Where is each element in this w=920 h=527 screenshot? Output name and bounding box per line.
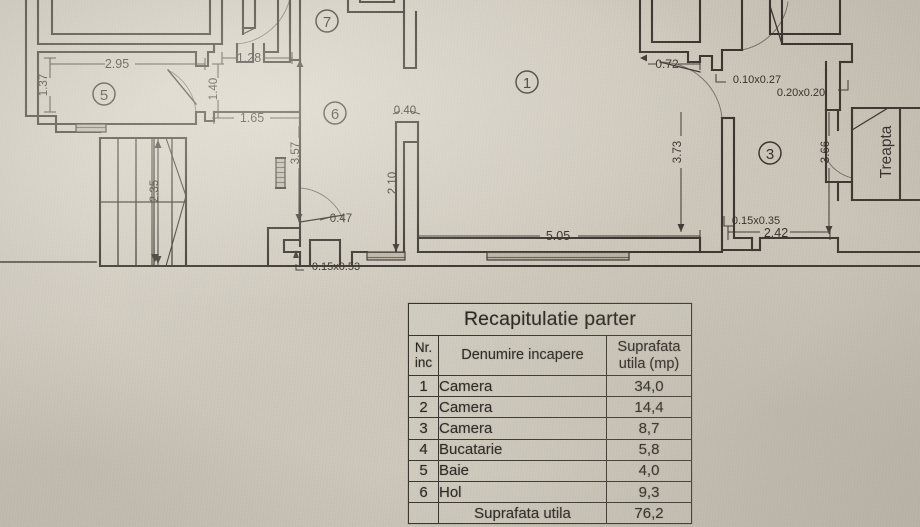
row-area: 9,3 (606, 480, 692, 504)
dimension-label: 0.40 (394, 105, 416, 117)
dimension-label: 2.95 (105, 57, 129, 71)
room-marker-6: 6 (323, 101, 347, 125)
total-blank-cell (408, 502, 439, 525)
dimension-label: 5.05 (546, 229, 570, 243)
row-name: Hol (438, 480, 607, 504)
dimension-label: 1.65 (240, 111, 264, 125)
room-marker-label: 6 (331, 106, 339, 123)
plan-walls (0, 0, 920, 268)
row-number: 5 (408, 459, 439, 482)
room-marker-1: 1 (515, 70, 539, 94)
header-suprafata-utila: Suprafata utila (mp) (606, 335, 692, 376)
table-row: 1 Camera 34,0 (408, 374, 692, 398)
row-name: Camera (438, 417, 607, 440)
table-row: 3 Camera 8,7 (408, 417, 692, 440)
header-area-line2: utila (mp) (618, 355, 680, 372)
row-area: 4,0 (606, 459, 692, 482)
row-area: 34,0 (606, 374, 692, 398)
header-nr-inc: Nr. inc (408, 335, 439, 376)
row-area: 14,4 (606, 396, 692, 419)
total-label: Suprafata utila (438, 502, 607, 525)
dimension-lines (44, 52, 849, 271)
table-total-row: Suprafata utila 76,2 (408, 502, 692, 525)
row-name: Baie (438, 459, 607, 482)
dimension-label: 3.57 (290, 142, 302, 164)
dimension-label: 2.35 (149, 180, 161, 202)
table-row: 2 Camera 14,4 (408, 396, 692, 419)
row-number: 4 (408, 438, 439, 461)
dimension-label: 1.37 (38, 74, 50, 96)
room-marker-label: 3 (766, 146, 774, 163)
treapta-label: Treapta (878, 125, 895, 178)
dimension-label: 3.73 (672, 141, 684, 163)
room-marker-label: 1 (523, 75, 531, 92)
recapitulation-table: Recapitulatie parter Nr. inc Denumire in… (408, 303, 692, 525)
row-number: 6 (408, 480, 439, 504)
header-denumire-incapere: Denumire incapere (438, 335, 607, 376)
dimension-label: 3.66 (820, 141, 832, 163)
table-row: 6 Hol 9,3 (408, 480, 692, 504)
room-marker-7: 7 (315, 9, 339, 33)
dimension-label: 0.10x0.27 (733, 74, 781, 86)
room-marker-label: 5 (100, 87, 108, 104)
row-area: 8,7 (606, 417, 692, 440)
dimension-label: 0.15x0.53 (312, 261, 360, 273)
room-markers: 1 3 5 6 7 (92, 9, 782, 165)
room-marker-5: 5 (92, 82, 116, 106)
header-area-line1: Suprafata (617, 339, 681, 356)
table-title: Recapitulatie parter (408, 303, 692, 336)
row-name: Bucatarie (438, 438, 607, 461)
header-nr-line2: inc (414, 354, 433, 370)
header-nr-line1: Nr. (414, 339, 433, 355)
table-row: 4 Bucatarie 5,8 (408, 438, 692, 461)
dimension-labels: 2.95 1.37 1.28 1.40 1.65 2.35 3.57 0.40 … (38, 51, 832, 273)
row-name: Camera (438, 374, 607, 398)
total-area: 76,2 (606, 502, 692, 525)
table-row: 5 Baie 4,0 (408, 459, 692, 482)
dimension-label: 0.47 (330, 213, 352, 225)
dimension-label: 0.15x0.35 (732, 215, 780, 227)
dimension-label: 2.42 (764, 226, 788, 240)
dimension-label: 0.20x0.20 (777, 87, 825, 99)
row-area: 5,8 (606, 438, 692, 461)
room-marker-label: 7 (323, 14, 331, 31)
dimension-label: 2.10 (387, 172, 399, 194)
row-number: 3 (408, 417, 439, 440)
table-title-row: Recapitulatie parter (408, 303, 692, 336)
plan-annotations: Treapta (878, 125, 895, 178)
dimension-label: 1.40 (208, 78, 220, 100)
row-name: Camera (438, 396, 607, 419)
row-number: 1 (408, 374, 439, 398)
dimension-label: 0.72 (655, 57, 679, 71)
room-marker-3: 3 (758, 141, 782, 165)
row-number: 2 (408, 396, 439, 419)
dimension-label: 1.28 (237, 51, 261, 65)
table-header-row: Nr. inc Denumire incapere Suprafata util… (408, 335, 692, 376)
